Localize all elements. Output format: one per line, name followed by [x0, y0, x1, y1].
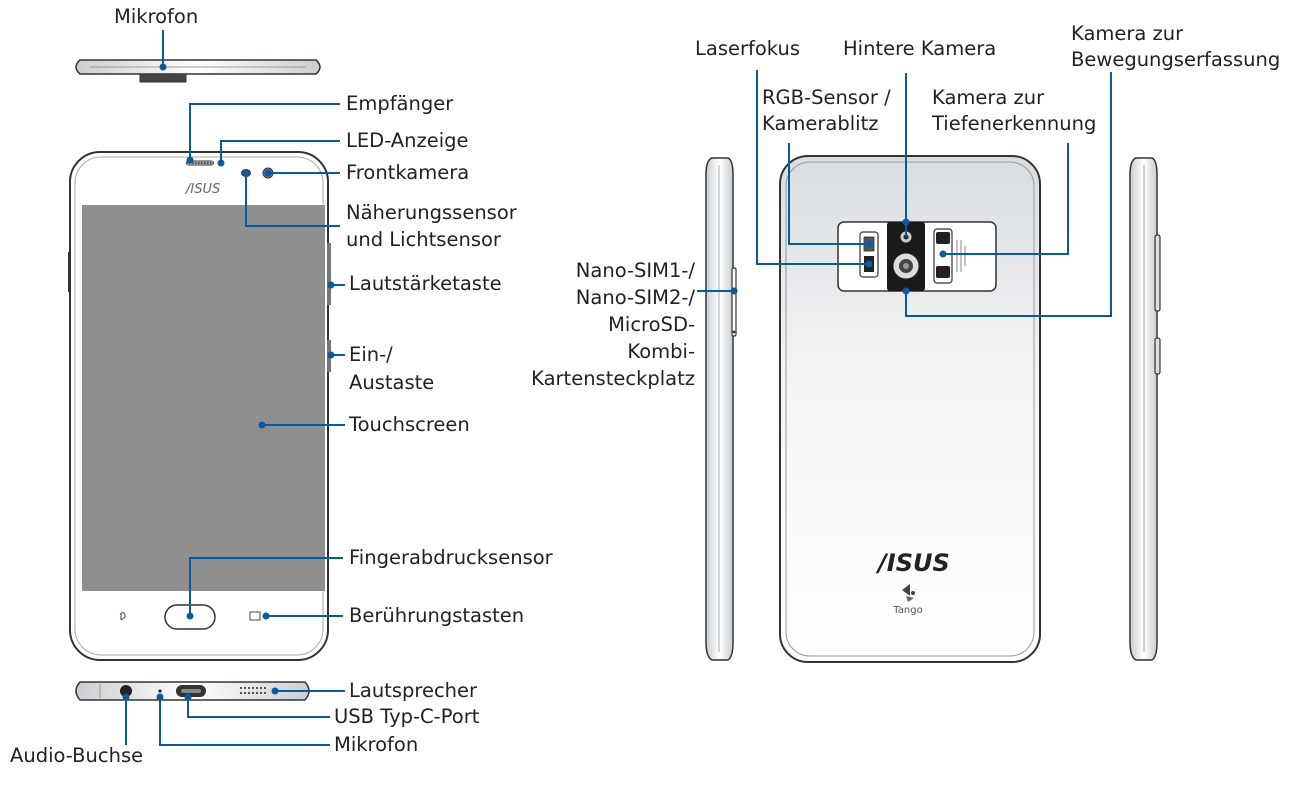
label-volume: Lautstärketaste: [349, 272, 502, 295]
label-front-camera: Frontkamera: [346, 161, 470, 184]
recent-apps-key-icon: [249, 611, 261, 621]
callout-bottom-microphone: [159, 697, 330, 746]
sim-tray: [731, 267, 737, 337]
label-speaker: Lautsprecher: [349, 679, 478, 702]
callout-usb: [187, 697, 330, 718]
callout-rgb: [788, 143, 869, 245]
label-bottom-microphone: Mikrofon: [334, 733, 419, 756]
phone-front-view: /ISUS: [68, 151, 331, 661]
label-fingerprint: Fingerabdrucksensor: [349, 546, 553, 569]
callout-motion-camera: [905, 72, 1112, 317]
volume-keys-side: [1154, 234, 1161, 312]
label-sim-line3: MicroSD-: [608, 313, 695, 336]
label-depth-line2: Tiefenerkennung: [932, 112, 1097, 135]
label-rgb-line2: Kamerablitz: [762, 112, 879, 135]
label-depth-line1: Kamera zur: [932, 86, 1045, 109]
audio-jack-hole: [120, 685, 132, 697]
tango-label: Tango: [892, 605, 922, 616]
label-proximity-line2: und Lichtsensor: [346, 228, 501, 251]
label-laser: Laserfokus: [695, 37, 800, 60]
label-sim-line1: Nano-SIM1-/: [575, 259, 695, 282]
power-key-side: [1154, 337, 1161, 375]
bottom-microphone-hole: [158, 689, 162, 693]
label-sim-line2: Nano-SIM2-/: [575, 286, 695, 309]
label-receiver: Empfänger: [346, 92, 454, 115]
touchscreen-panel: [82, 205, 325, 591]
label-rgb-line1: RGB-Sensor /: [762, 86, 891, 109]
phone-right-side-view: [1129, 157, 1161, 661]
callout-receiver: [189, 103, 340, 160]
callout-proximity: [245, 173, 340, 227]
label-rear-camera: Hintere Kamera: [843, 37, 997, 60]
label-led: LED-Anzeige: [346, 129, 469, 152]
callout-depth: [943, 143, 1069, 255]
label-sim-line4: Kombi-: [627, 340, 695, 363]
front-logo: /ISUS: [185, 182, 220, 197]
label-power-line1: Ein-/: [349, 343, 393, 366]
bottom-edge-view: [75, 681, 310, 701]
label-proximity-line1: Näherungssensor: [346, 201, 517, 224]
top-edge-view: [75, 59, 321, 83]
phone-back-view: /ISUS Tango: [779, 155, 1041, 663]
label-top-microphone: Mikrofon: [114, 5, 199, 28]
label-touchscreen: Touchscreen: [349, 413, 470, 436]
label-sim-line5: Kartensteckplatz: [531, 367, 695, 390]
callout-led: [220, 140, 340, 163]
label-motion-line1: Kamera zur: [1071, 22, 1184, 45]
callout-fingerprint: [189, 557, 343, 616]
tango-icon: [902, 584, 915, 602]
label-audio-jack: Audio-Buchse: [10, 744, 144, 767]
label-usb: USB Typ-C-Port: [334, 705, 480, 728]
speaker-grille: [240, 687, 268, 694]
label-motion-line2: Bewegungserfassung: [1071, 48, 1281, 71]
label-touch-keys: Berührungstasten: [349, 604, 525, 627]
phone-left-side-view: [705, 157, 737, 661]
back-logo: /ISUS: [875, 549, 950, 577]
back-key-icon: [119, 611, 126, 621]
callout-laser: [756, 70, 869, 265]
label-power-line2: Austaste: [349, 371, 435, 394]
